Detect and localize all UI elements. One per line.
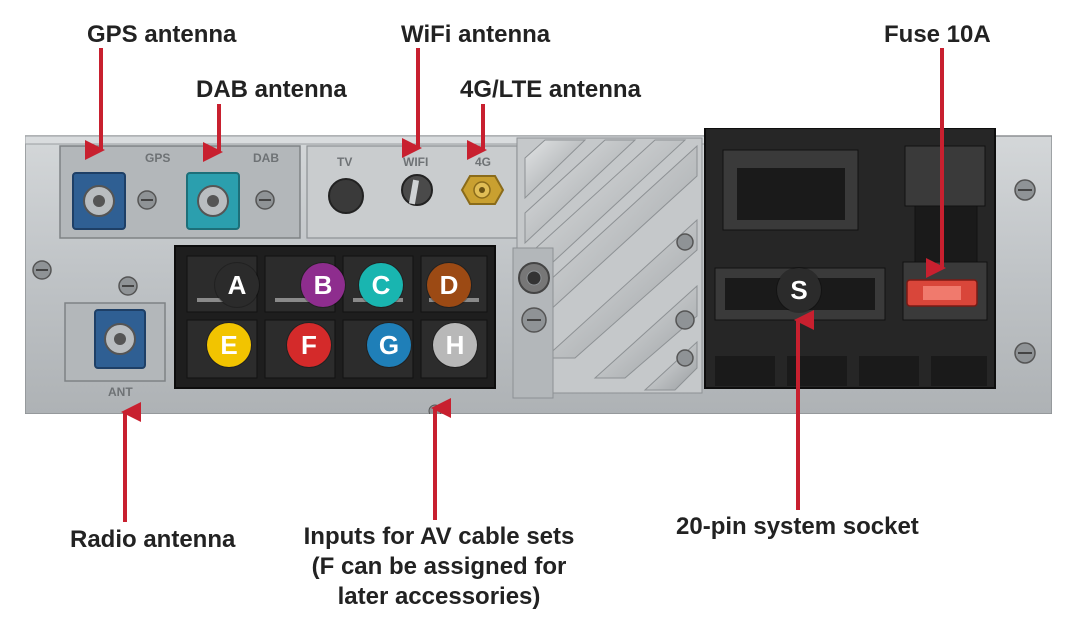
heat-sink: [512, 137, 703, 399]
label-dab-antenna: DAB antenna: [196, 76, 347, 103]
badge-g: G: [367, 323, 411, 367]
marking-gps: GPS: [145, 151, 170, 165]
badge-s: S: [777, 268, 821, 312]
marking-ant: ANT: [108, 385, 133, 399]
badge-d: D: [427, 263, 471, 307]
label-wifi-antenna: WiFi antenna: [401, 21, 551, 48]
marking-dab: DAB: [253, 151, 279, 165]
label-av-inputs-line3: later accessories): [337, 583, 541, 610]
badge-a: A: [215, 263, 259, 307]
dab-connector: [186, 172, 240, 230]
marking-4g: 4G: [475, 155, 491, 169]
label-av-inputs-line1: Inputs for AV cable sets: [303, 523, 575, 550]
head-unit-rear-panel: GPS DAB TV WIFI 4G ANT: [25, 128, 1052, 414]
badge-b: B: [301, 263, 345, 307]
badge-e: E: [207, 323, 251, 367]
lte-sma-connector: [460, 175, 505, 205]
badge-h: H: [433, 323, 477, 367]
marking-tv: TV: [337, 155, 352, 169]
badge-c: C: [359, 263, 403, 307]
label-system-socket: 20-pin system socket: [676, 513, 919, 540]
label-radio-antenna: Radio antenna: [70, 526, 236, 553]
system-connector-housing: [704, 128, 996, 389]
badge-f: F: [287, 323, 331, 367]
marking-wifi: WIFI: [403, 155, 428, 169]
gps-connector: [72, 172, 126, 230]
tv-port: [328, 178, 364, 214]
label-gps-antenna: GPS antenna: [87, 21, 237, 48]
label-av-inputs: Inputs for AV cable sets (F can be assig…: [288, 522, 590, 612]
radio-ant-connector: [94, 309, 146, 369]
label-fuse: Fuse 10A: [884, 21, 991, 48]
label-av-inputs-line2: (F can be assigned for: [311, 553, 567, 580]
label-lte-antenna: 4G/LTE antenna: [460, 76, 641, 103]
